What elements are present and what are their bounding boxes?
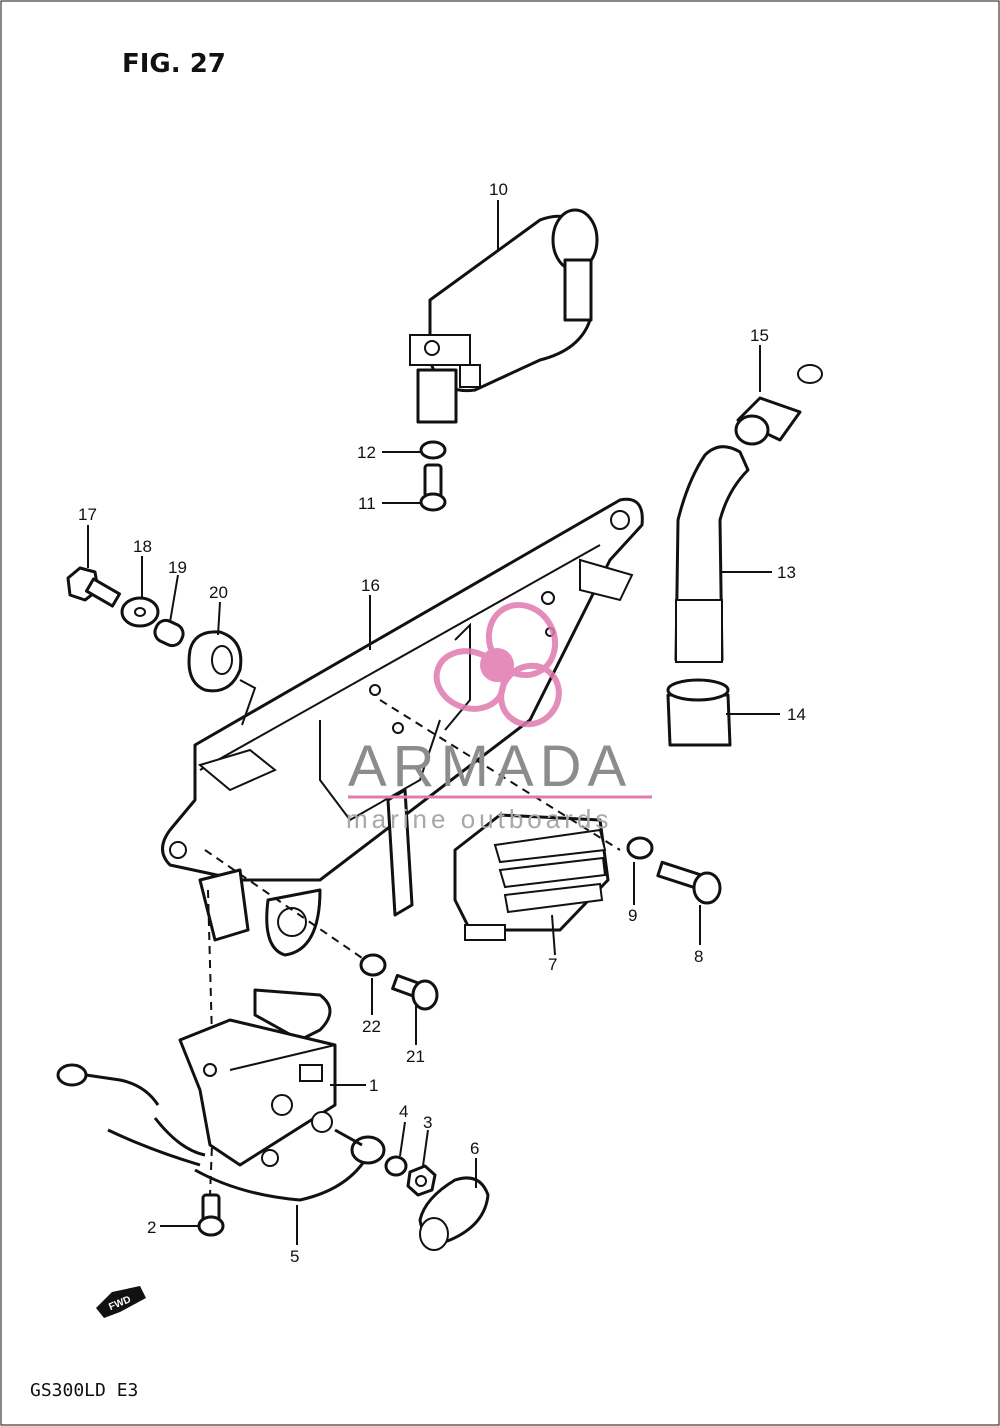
callout-12: 12: [357, 443, 376, 462]
callout-10: 10: [489, 180, 508, 199]
callout-8: 8: [694, 947, 703, 966]
callout-22: 22: [362, 1017, 381, 1036]
model-code: GS300LD E3: [30, 1380, 138, 1401]
callout-11: 11: [358, 494, 376, 513]
bolt-21: [391, 973, 439, 1011]
callout-14: 14: [787, 705, 806, 724]
cap-cover-14: [666, 678, 732, 747]
callout-7: 7: [548, 955, 557, 974]
battery-cable: [194, 1128, 386, 1202]
mounting-bracket: [161, 497, 644, 957]
callout-2: 2: [147, 1218, 156, 1237]
callout-3: 3: [423, 1113, 432, 1132]
collar-19: [153, 618, 185, 648]
assembly-line: [209, 1119, 214, 1196]
watermark-brand: ARMADA: [348, 734, 632, 799]
callout-1: 1: [369, 1076, 378, 1095]
callout-13: 13: [777, 563, 796, 582]
starter-relay: [178, 988, 337, 1167]
callout-4: 4: [399, 1102, 408, 1121]
fwd-arrow-icon: FWD: [96, 1286, 146, 1318]
terminal-boot-6: [418, 1176, 490, 1251]
assembly-line: [379, 699, 621, 851]
assembly-line: [204, 849, 366, 961]
screw-2: [197, 1193, 225, 1237]
plug-cap-15: [734, 396, 802, 446]
callout-5: 5: [290, 1247, 299, 1266]
callout-18: 18: [133, 537, 152, 556]
regulator: [453, 813, 610, 941]
washer-22: [359, 953, 387, 977]
leader-lines: [87, 200, 780, 1245]
callout-21: 21: [406, 1047, 425, 1066]
armada-logo: [433, 601, 562, 728]
nut-3: [406, 1164, 437, 1197]
callout-17: 17: [78, 505, 97, 524]
callout-19: 19: [168, 558, 187, 577]
callout-15: 15: [750, 326, 769, 345]
washer-4: [384, 1155, 408, 1177]
grommet-20: [187, 630, 243, 693]
screw-11: [419, 463, 447, 512]
bolt-17: [66, 566, 121, 608]
washer-9: [626, 836, 654, 860]
figure-title: FIG. 27: [122, 49, 226, 79]
lock-washer-12: [419, 440, 447, 460]
callout-20: 20: [209, 583, 228, 602]
callout-9: 9: [628, 906, 637, 925]
screw-8: [656, 860, 722, 905]
relay-wires: [56, 1063, 206, 1167]
watermark-tagline: marine outboards: [346, 804, 612, 834]
ignition-coil: [409, 159, 903, 424]
callout-16: 16: [361, 576, 380, 595]
washer-18: [120, 596, 160, 628]
plug-cap-13: [674, 445, 750, 663]
callout-6: 6: [470, 1139, 479, 1158]
